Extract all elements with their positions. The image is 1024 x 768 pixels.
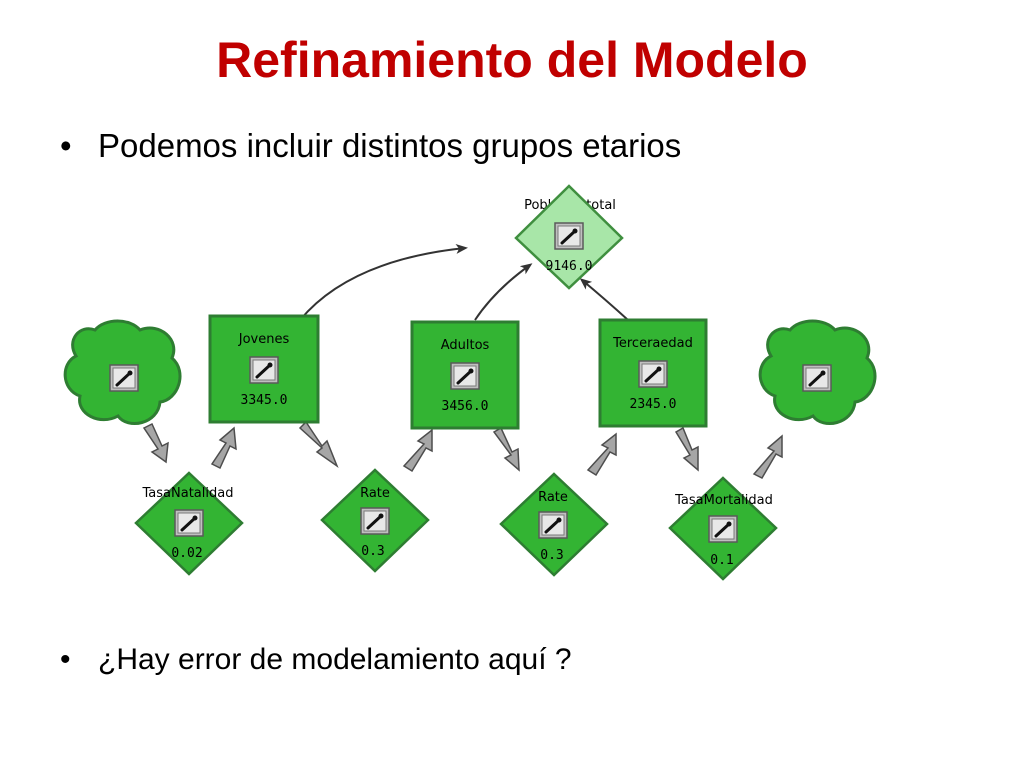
equation-icon	[707, 514, 739, 544]
flow-arrow-2	[210, 426, 237, 470]
flow-arrow-5	[492, 426, 520, 472]
equation-icon	[553, 221, 585, 251]
node-label: Terceraedad	[612, 336, 693, 351]
variable-poblaciontotal[interactable]: Poblaciontotal 9146.0	[514, 184, 624, 290]
node-value: 0.02	[171, 546, 202, 561]
influence-arrow-terceraedad	[579, 278, 629, 321]
stock-terceraedad[interactable]: Terceraedad 2345.0	[598, 318, 708, 428]
variable-tasamortalidad[interactable]: TasaMortalidad 0.1	[668, 476, 778, 581]
equation-icon	[537, 510, 569, 540]
influence-arrow-jovenes	[299, 243, 468, 321]
node-value: 3456.0	[442, 399, 489, 414]
node-value: 3345.0	[241, 393, 288, 408]
flow-arrow-6	[586, 432, 617, 477]
stock-adultos[interactable]: Adultos 3456.0	[410, 320, 520, 430]
variable-rate-2[interactable]: Rate 0.3	[499, 472, 609, 577]
node-value: 9146.0	[546, 259, 593, 274]
node-value: 0.3	[540, 548, 563, 563]
node-value: 2345.0	[630, 397, 677, 412]
bullet-glyph: •	[60, 643, 71, 676]
stock-jovenes[interactable]: Jovenes 3345.0	[208, 314, 320, 424]
node-label: TasaNatalidad	[142, 486, 234, 501]
flow-arrow-7	[674, 426, 699, 472]
bullet-text-1: Podemos incluir distintos grupos etarios	[98, 127, 682, 164]
bullet-text-2: ¿Hay error de modelamiento aquí ?	[98, 643, 572, 676]
source-cloud[interactable]	[63, 319, 182, 425]
flow-arrows	[142, 420, 783, 479]
node-label: Adultos	[441, 338, 490, 353]
influence-arrow-adultos	[474, 263, 533, 321]
node-label: TasaMortalidad	[674, 493, 773, 508]
slide-title: Refinamiento del Modelo	[216, 32, 808, 88]
variable-rate-1[interactable]: Rate 0.3	[320, 468, 430, 573]
equation-icon	[173, 508, 205, 538]
equation-icon	[359, 506, 391, 536]
sink-cloud[interactable]	[758, 319, 877, 425]
node-label: Rate	[360, 486, 390, 501]
bullet-item-2: • ¿Hay error de modelamiento aquí ?	[60, 642, 572, 678]
node-label: Jovenes	[238, 332, 290, 347]
variable-tasanatalidad[interactable]: TasaNatalidad 0.02	[134, 471, 244, 576]
flow-arrow-8	[752, 434, 783, 479]
equation-icon	[108, 363, 140, 393]
flow-arrow-1	[142, 422, 169, 464]
equation-icon	[637, 359, 669, 389]
bullet-item-1: • Podemos incluir distintos grupos etario…	[60, 126, 681, 166]
equation-icon	[449, 361, 481, 391]
node-label: Rate	[538, 490, 568, 505]
bullet-glyph: •	[60, 127, 72, 164]
node-value: 0.1	[710, 553, 733, 568]
equation-icon	[801, 363, 833, 393]
node-value: 0.3	[361, 544, 384, 559]
flow-arrow-4	[402, 428, 433, 473]
equation-icon	[248, 355, 280, 385]
flow-arrow-3	[298, 420, 339, 469]
